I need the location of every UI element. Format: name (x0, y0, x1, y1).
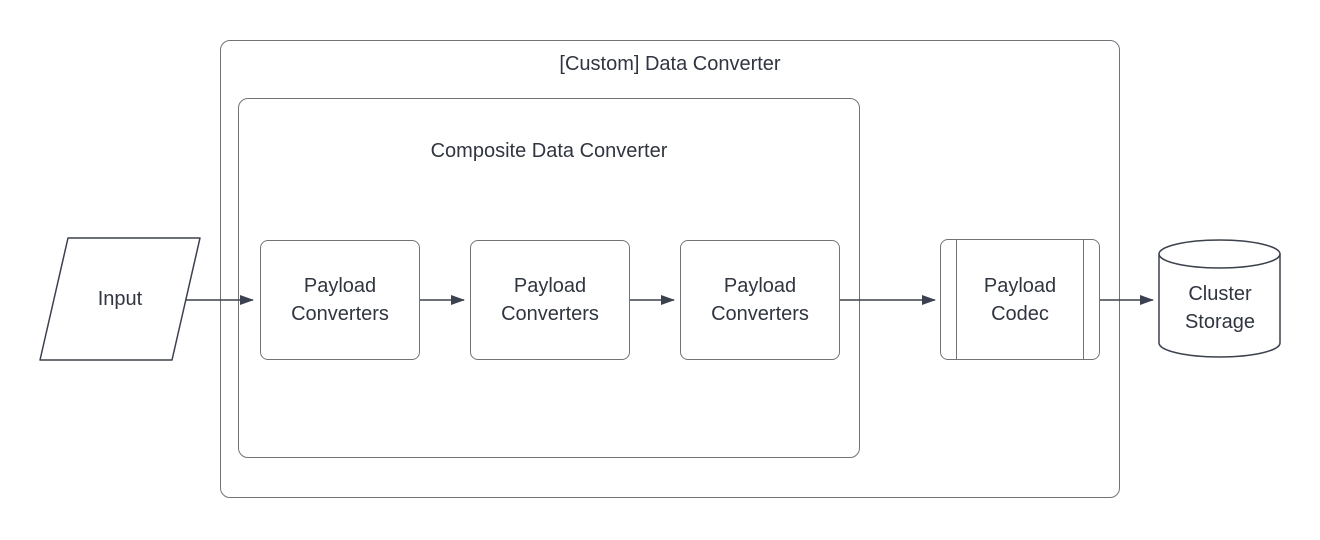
cylinder-shape (1158, 239, 1281, 358)
codec-right-stripe-line (1083, 240, 1084, 359)
node-input: Input (39, 237, 201, 361)
node-cluster-storage-label: Cluster Storage (1184, 283, 1256, 333)
codec-left-stripe-line (956, 240, 957, 359)
node-payload-converters-1: Payload Converters (260, 240, 420, 360)
node-input-label: Input (97, 288, 143, 310)
parallelogram-shape (39, 237, 201, 361)
node-cluster-storage: Cluster Storage (1158, 239, 1282, 359)
node-payload-codec: Payload Codec (940, 239, 1100, 360)
node-payload-converters-3: Payload Converters (680, 240, 840, 360)
group-composite-data-converter: Composite Data Converter (238, 98, 860, 458)
group-composite-data-converter-label: Composite Data Converter (430, 140, 668, 162)
group-custom-data-converter-label: [Custom] Data Converter (559, 53, 781, 75)
node-payload-converters-2: Payload Converters (470, 240, 630, 360)
group-custom-data-converter: [Custom] Data Converter (220, 40, 1120, 498)
node-payload-codec-label: Payload Codec (983, 274, 1057, 325)
